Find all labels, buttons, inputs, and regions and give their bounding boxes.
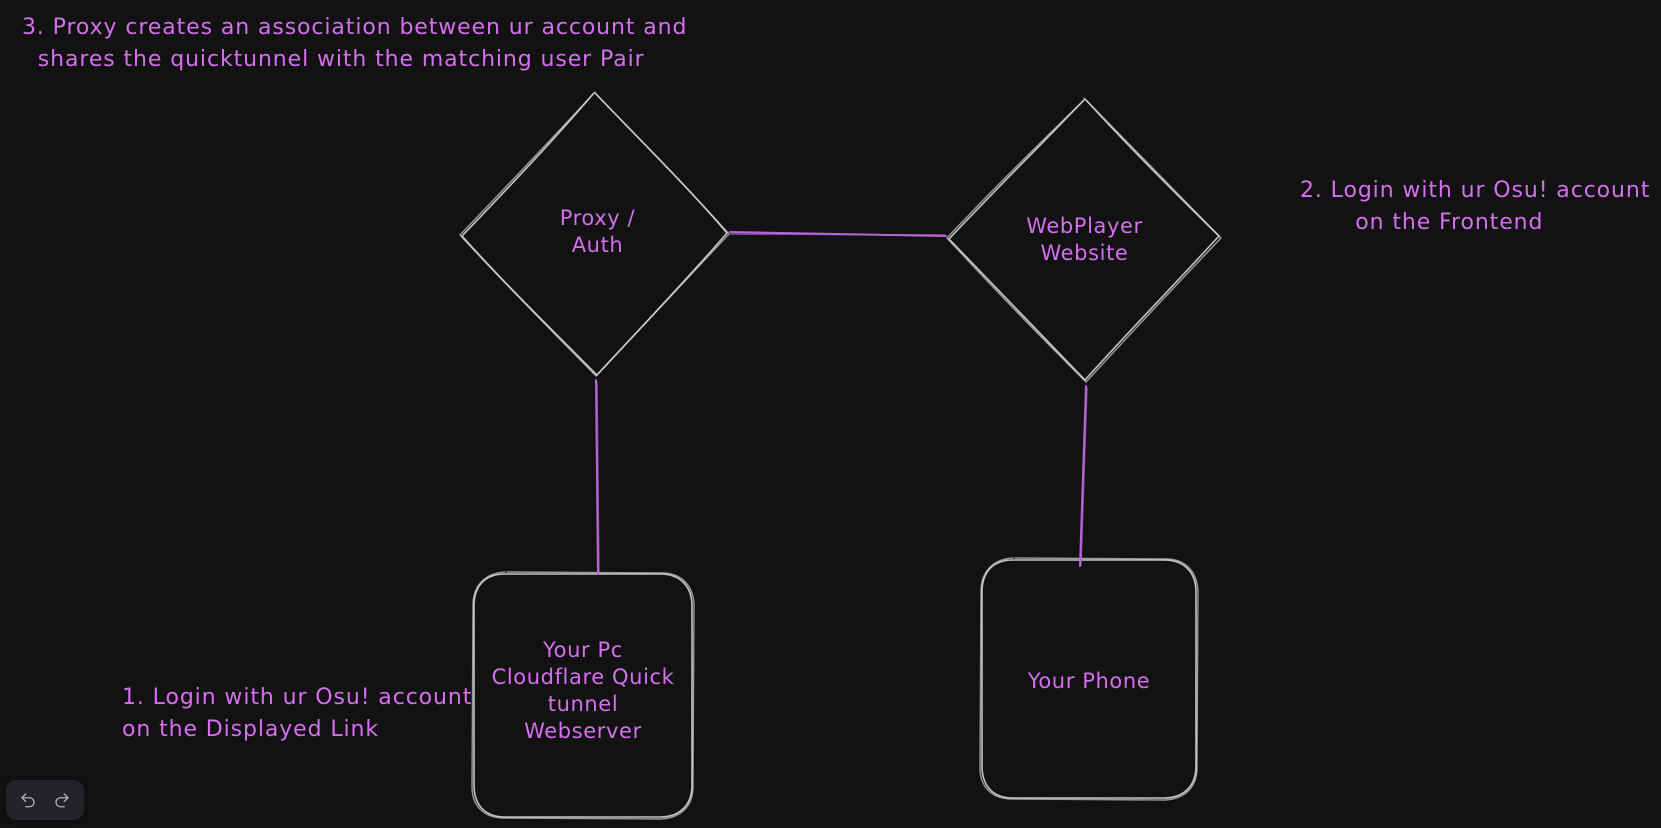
redo-button[interactable] bbox=[46, 785, 78, 815]
node-label-proxy-auth: Proxy / Auth bbox=[559, 206, 636, 257]
history-toolbar[interactable] bbox=[6, 780, 84, 820]
annotation-step-3: 3. Proxy creates an association between … bbox=[22, 15, 688, 72]
undo-icon bbox=[19, 791, 37, 809]
connector-proxy-to-webplayer[interactable] bbox=[729, 231, 947, 237]
connector-proxy-to-your-pc[interactable] bbox=[595, 379, 600, 575]
node-label-your-phone: Your Phone bbox=[1027, 669, 1151, 693]
node-label-webplayer-website: WebPlayer Website bbox=[1026, 214, 1143, 265]
redo-icon bbox=[53, 791, 71, 809]
connector-webplayer-to-your-phone[interactable] bbox=[1079, 385, 1088, 567]
undo-button[interactable] bbox=[12, 785, 44, 815]
node-label-your-pc: Your Pc Cloudflare Quick tunnel Webserve… bbox=[491, 638, 675, 743]
annotation-step-2: 2. Login with ur Osu! account on the Fro… bbox=[1300, 178, 1651, 235]
annotation-step-1: 1. Login with ur Osu! account on the Dis… bbox=[122, 685, 473, 742]
